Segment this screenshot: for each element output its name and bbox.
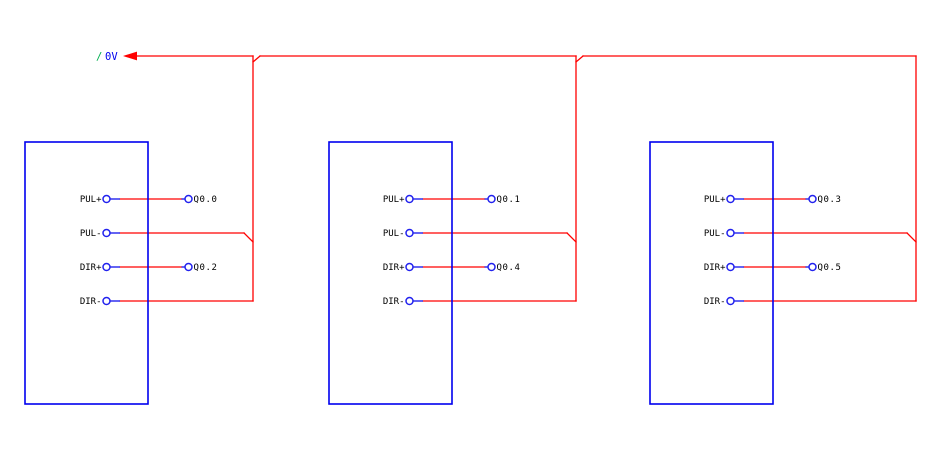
terminal-q0-0 bbox=[184, 194, 193, 204]
output-label-q0-2: Q0.2 bbox=[194, 263, 218, 273]
0v-net-wiring bbox=[119, 51, 917, 302]
driver-box-2 bbox=[328, 141, 453, 405]
driver-box-3 bbox=[649, 141, 774, 405]
output-label-q0-1: Q0.1 bbox=[497, 195, 521, 205]
terminal-dir-plus-3 bbox=[726, 262, 735, 272]
terminal-pul-minus-1 bbox=[102, 228, 111, 238]
pin-label-pul-minus-3: PUL- bbox=[704, 229, 726, 239]
output-label-q0-5: Q0.5 bbox=[818, 263, 842, 273]
labels: / 0V PUL+ PUL- DIR+ DIR- Q0.0 Q0.2 PUL+ … bbox=[80, 51, 842, 307]
terminal-dir-minus-1 bbox=[102, 296, 111, 306]
terminal-dir-plus-2 bbox=[405, 262, 414, 272]
terminal-pul-minus-3 bbox=[726, 228, 735, 238]
output-label-q0-4: Q0.4 bbox=[497, 263, 521, 273]
output-label-q0-3: Q0.3 bbox=[818, 195, 842, 205]
output-label-q0-0: Q0.0 bbox=[194, 195, 218, 205]
pin-label-dir-minus-1: DIR- bbox=[80, 297, 102, 307]
terminal-dir-minus-2 bbox=[405, 296, 414, 306]
jog-pul-minus-3 bbox=[906, 232, 917, 243]
rail-jog-1 bbox=[252, 55, 261, 63]
terminal-circles bbox=[102, 194, 817, 306]
pin-label-pul-minus-2: PUL- bbox=[383, 229, 405, 239]
terminal-q0-5 bbox=[808, 262, 817, 272]
terminal-pul-plus-3 bbox=[726, 194, 735, 204]
terminal-q0-3 bbox=[808, 194, 817, 204]
terminal-pul-plus-1 bbox=[102, 194, 111, 204]
net-arrow-icon bbox=[123, 51, 137, 61]
terminal-q0-1 bbox=[487, 194, 496, 204]
terminal-dir-minus-3 bbox=[726, 296, 735, 306]
pin-label-dir-plus-3: DIR+ bbox=[704, 263, 726, 273]
rail-jog-2 bbox=[575, 55, 584, 63]
pin-label-dir-minus-3: DIR- bbox=[704, 297, 726, 307]
terminal-pul-plus-2 bbox=[405, 194, 414, 204]
pin-label-pul-plus-3: PUL+ bbox=[704, 195, 726, 205]
jog-pul-minus-2 bbox=[566, 232, 577, 243]
pin-label-pul-plus-1: PUL+ bbox=[80, 195, 102, 205]
pin-label-dir-plus-1: DIR+ bbox=[80, 263, 102, 273]
jog-pul-minus-1 bbox=[243, 232, 254, 243]
terminal-q0-4 bbox=[487, 262, 496, 272]
pin-label-dir-plus-2: DIR+ bbox=[383, 263, 405, 273]
pin-label-pul-minus-1: PUL- bbox=[80, 229, 102, 239]
terminal-stubs bbox=[110, 198, 809, 302]
terminal-pul-minus-2 bbox=[405, 228, 414, 238]
net-name-label: 0V bbox=[105, 51, 118, 63]
pin-label-pul-plus-2: PUL+ bbox=[383, 195, 405, 205]
terminal-q0-2 bbox=[184, 262, 193, 272]
driver-box-1 bbox=[24, 141, 149, 405]
net-prefix-label: / bbox=[96, 51, 102, 63]
pin-label-dir-minus-2: DIR- bbox=[383, 297, 405, 307]
terminal-dir-plus-1 bbox=[102, 262, 111, 272]
